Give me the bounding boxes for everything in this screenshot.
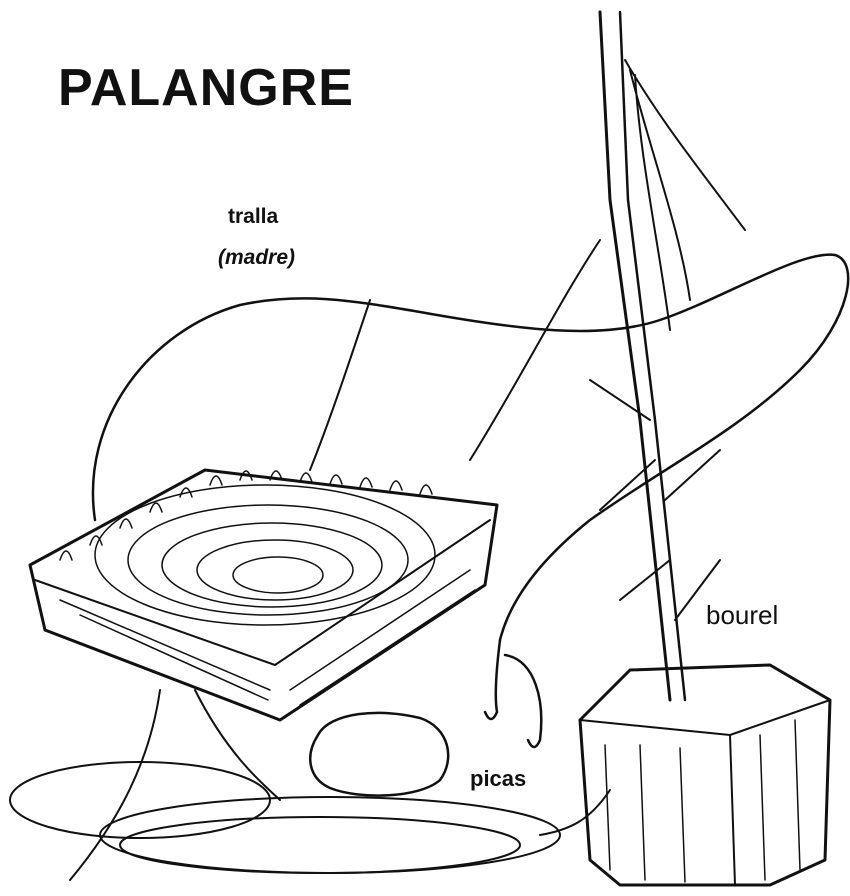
bait [310, 713, 448, 796]
bourel-label: bourel [706, 600, 778, 631]
madre-label: (madre) [218, 246, 295, 270]
tralla-line [93, 255, 848, 640]
tralla-branch [310, 300, 370, 470]
tray [30, 470, 497, 720]
tralla-branch-2 [470, 240, 600, 460]
bourel-float [580, 12, 830, 885]
picas-label: picas [470, 766, 526, 792]
page-title: PALANGRE [58, 58, 354, 118]
picas-hooks [485, 640, 541, 747]
tralla-label: tralla [228, 205, 278, 229]
